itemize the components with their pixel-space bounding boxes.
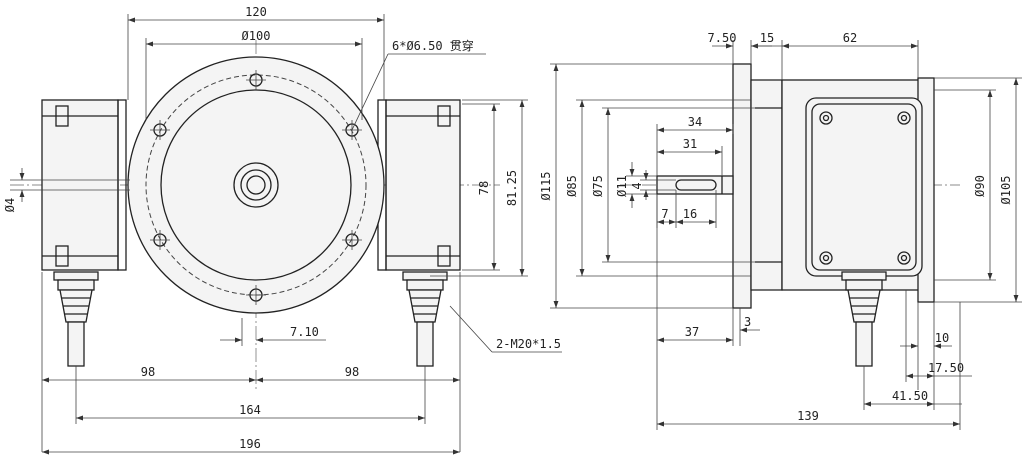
dim-len-37: 37 [656, 194, 734, 430]
label-len-10: 10 [935, 331, 949, 345]
front-shaft-boss [233, 162, 279, 208]
side-cable-gland [841, 271, 887, 367]
front-view: 120 Ø100 6*Ø6.50 贯穿 Ø4 78 [3, 5, 562, 455]
label-len-37: 37 [685, 325, 699, 339]
dim-total-196: 196 [42, 437, 460, 455]
dim-dia-105: Ø105 [934, 77, 1022, 303]
dim-98-pair: 98 98 [41, 272, 461, 452]
right-terminal-box [377, 99, 461, 271]
label-glands: 2-M20*1.5 [496, 337, 561, 351]
left-cable-gland [53, 271, 99, 367]
side-view: 7.50 15 62 Ø115 Ø85 Ø75 [539, 31, 1022, 430]
label-dia-75: Ø75 [591, 175, 605, 197]
dim-len-41-50: 41.50 [863, 366, 962, 410]
dim-pcd-100: Ø100 [145, 29, 363, 120]
label-120: 120 [245, 5, 267, 19]
dim-offset-7-10: 7.10 [220, 318, 326, 346]
dim-gap-3: 3 [739, 308, 760, 346]
label-offset-7-10: 7.10 [290, 325, 319, 339]
label-right-98: 98 [345, 365, 359, 379]
dim-len-17-50: 17.50 [905, 290, 972, 382]
right-cable-gland [402, 271, 448, 367]
side-terminal-box [805, 97, 923, 277]
bolt-holes [150, 70, 362, 305]
side-flange-plate [732, 63, 752, 309]
label-dia-90: Ø90 [973, 175, 987, 197]
dim-height-81-25: 81.25 [430, 99, 528, 277]
label-height-81-25: 81.25 [505, 170, 519, 206]
label-dia-85: Ø85 [565, 175, 579, 197]
label-key-16: 16 [683, 207, 697, 221]
label-left-98: 98 [141, 365, 155, 379]
dim-dia-75: Ø75 [591, 107, 755, 263]
label-pcd-100: Ø100 [242, 29, 271, 43]
dim-total-139: 139 [657, 302, 961, 430]
dim-height-78: 78 [462, 103, 500, 271]
dim-body-62: 62 [782, 31, 919, 78]
dim-step-15: 15 [751, 31, 783, 80]
leader-holes: 6*Ø6.50 贯穿 [351, 38, 486, 131]
side-shaft [656, 175, 734, 195]
dim-dia-115: Ø115 [539, 63, 733, 309]
label-len-41-50: 41.50 [892, 389, 928, 403]
label-gap-3: 3 [744, 315, 751, 329]
dim-dia-11: Ø11 [615, 162, 657, 208]
dim-len-10: 10 [900, 302, 952, 390]
leader-glands: 2-M20*1.5 [449, 305, 562, 353]
dim-shaft-31: 31 [657, 137, 723, 176]
label-dia-11: Ø11 [615, 175, 629, 197]
dim-key-4: 4 [630, 170, 676, 200]
label-height-78: 78 [477, 181, 491, 195]
label-shaft-34: 34 [688, 115, 702, 129]
label-key-7: 7 [661, 207, 668, 221]
label-len-17-50: 17.50 [928, 361, 964, 375]
label-flange-7-50: 7.50 [708, 31, 737, 45]
dim-width-120: 120 [127, 5, 385, 100]
side-pilot-step [750, 79, 783, 291]
label-total-139: 139 [797, 409, 819, 423]
dim-dia-85: Ø85 [565, 99, 751, 277]
label-body-62: 62 [843, 31, 857, 45]
dim-span-164: 164 [75, 366, 426, 424]
dim-flange-7-50: 7.50 [708, 31, 772, 64]
label-dia-105: Ø105 [999, 176, 1013, 205]
left-terminal-box [41, 99, 127, 271]
label-total-196: 196 [239, 437, 261, 451]
label-step-15: 15 [760, 31, 774, 45]
label-span-164: 164 [239, 403, 261, 417]
dim-key-7-16: 7 16 [656, 190, 717, 228]
label-shaft-31: 31 [683, 137, 697, 151]
label-shaft-4: Ø4 [3, 198, 17, 212]
dim-dia-90: Ø90 [934, 89, 996, 281]
label-dia-115: Ø115 [539, 172, 553, 201]
label-holes: 6*Ø6.50 贯穿 [392, 38, 474, 53]
label-key-4: 4 [630, 182, 644, 189]
dim-shaft-4: Ø4 [3, 168, 130, 212]
